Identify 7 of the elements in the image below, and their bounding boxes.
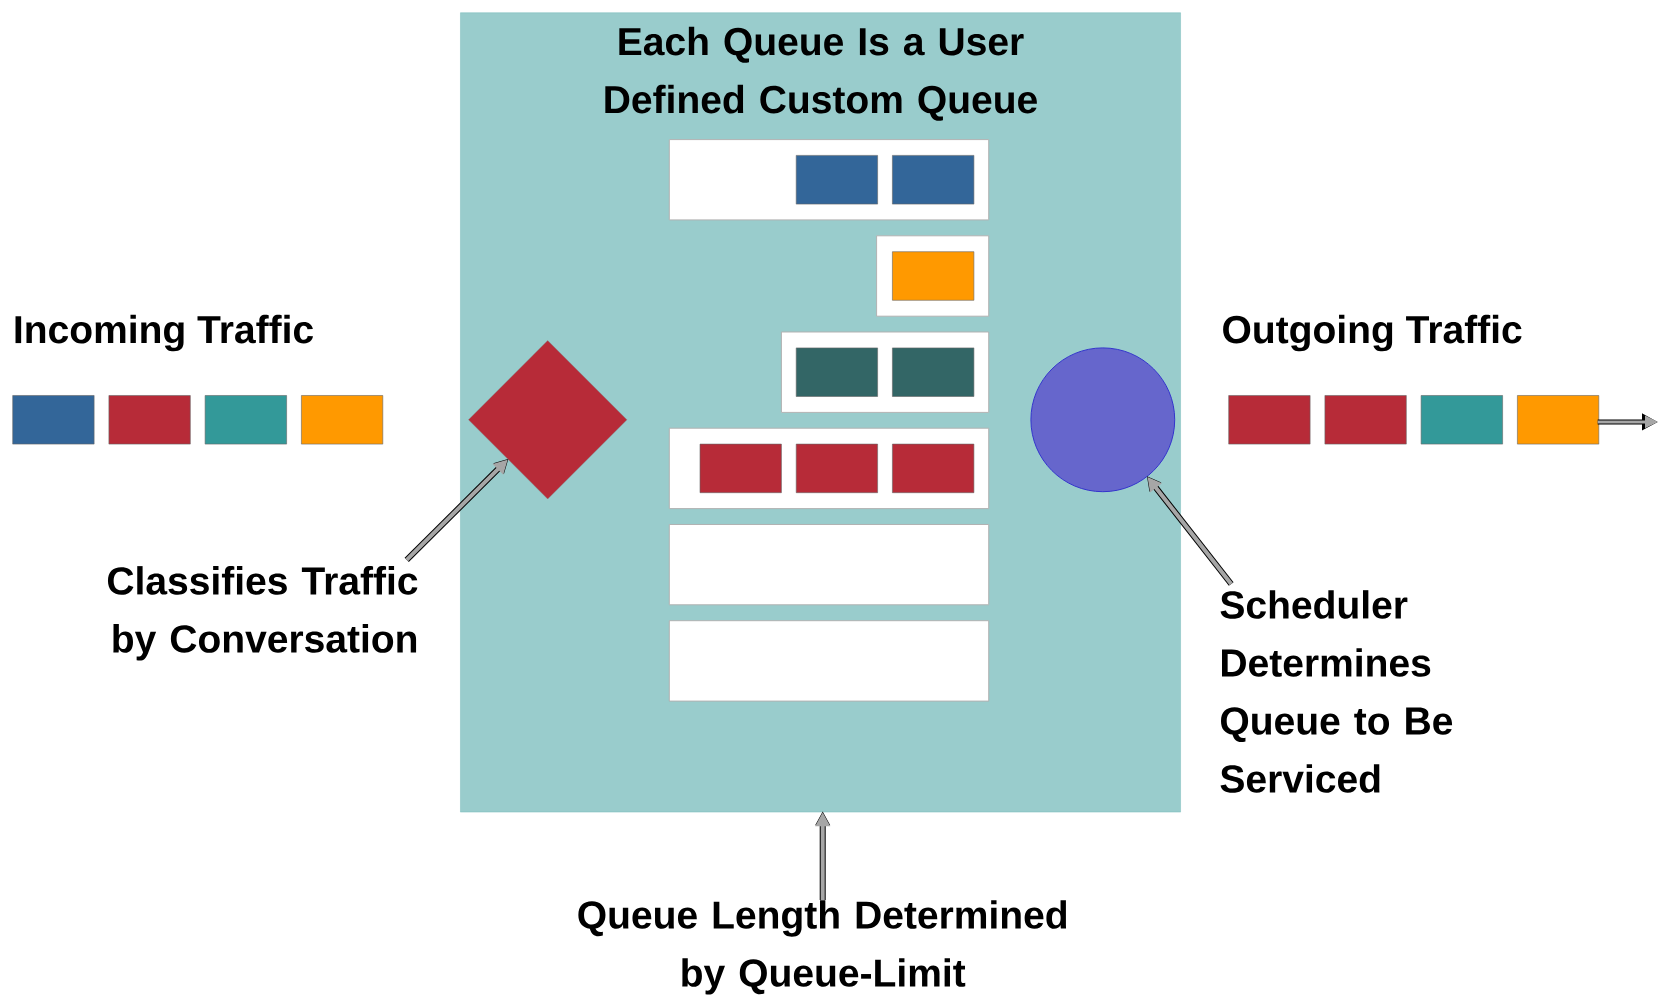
traffic-label: Outgoing Traffic [1223, 314, 1522, 352]
callout-text: Queue Length Determined by Queue-Limit [578, 900, 1067, 995]
callout-text: Classifies Traffic by Conversation [107, 566, 418, 661]
callout-text: Scheduler Determines Queue to Be Serviced [1220, 590, 1453, 793]
classifier-diamond [468, 340, 628, 500]
scheduler-circle [1030, 347, 1176, 493]
traffic-label: Incoming Traffic [15, 314, 313, 352]
